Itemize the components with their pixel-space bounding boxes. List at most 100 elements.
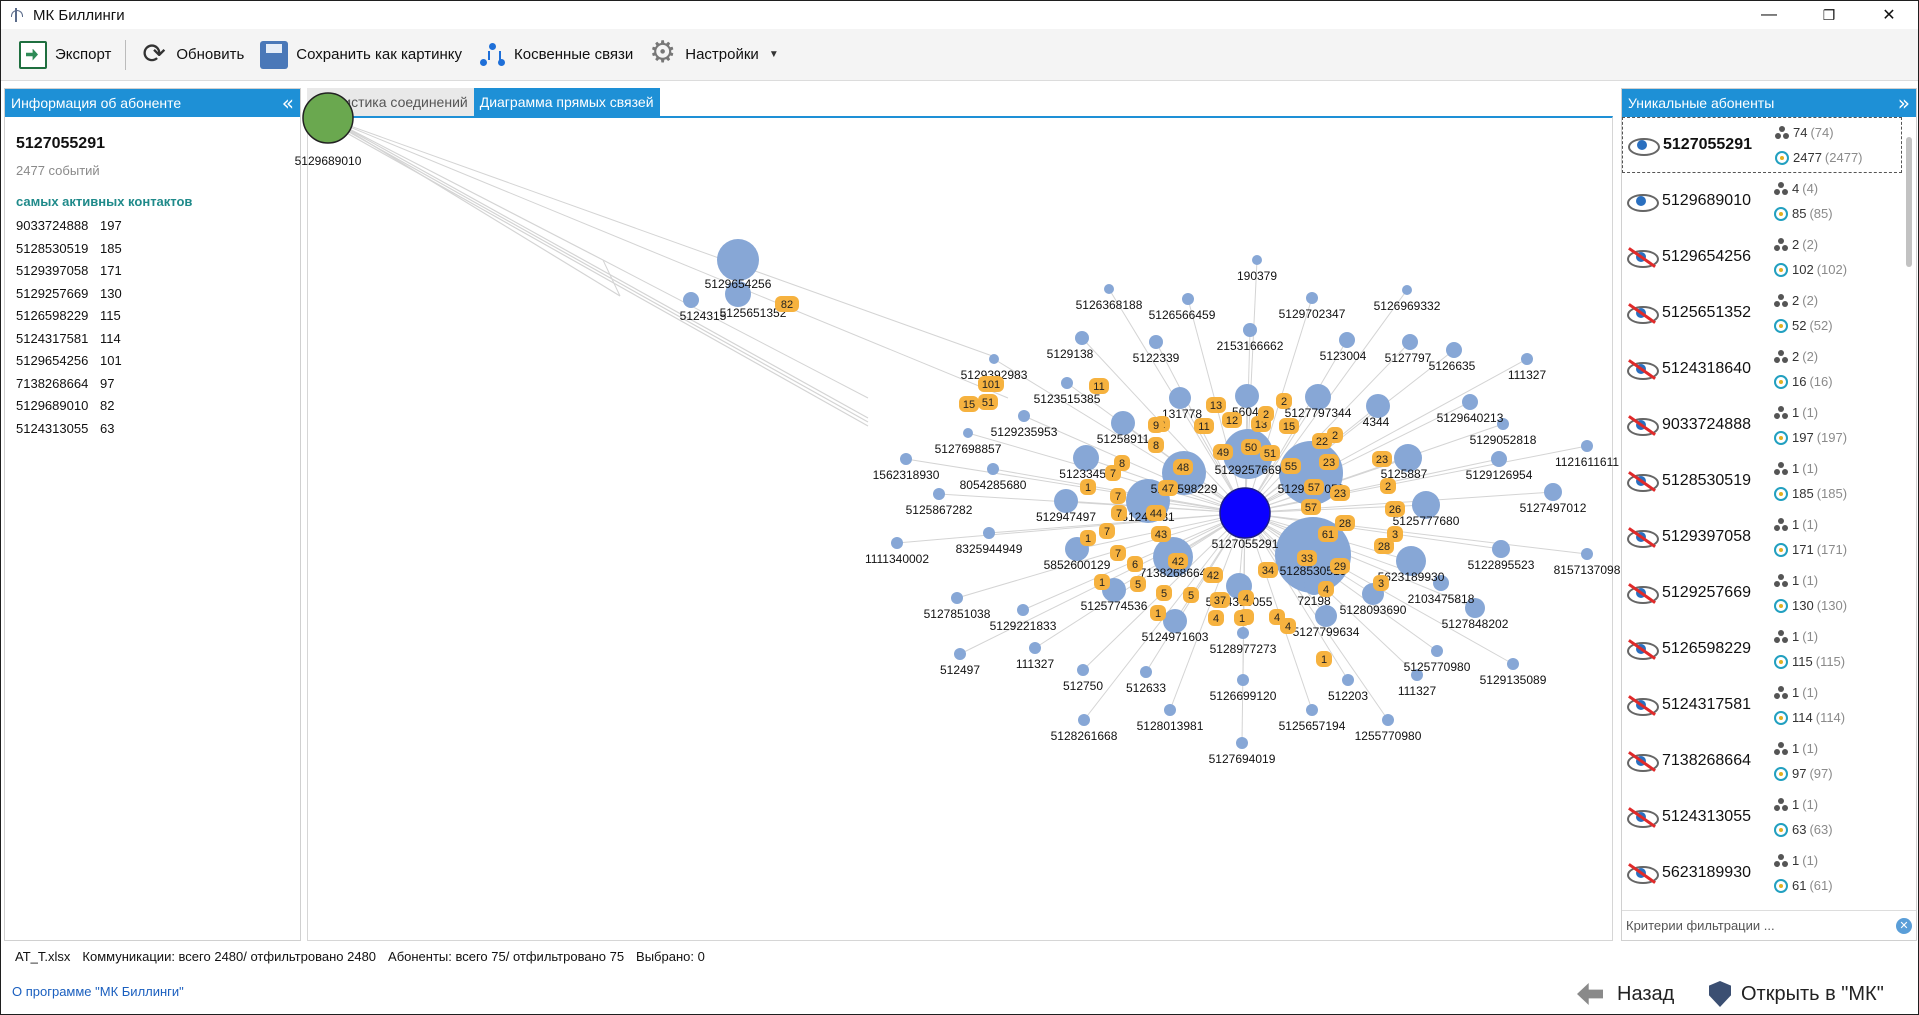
events-total: (102) xyxy=(1816,262,1848,277)
subscriber-node xyxy=(1521,353,1533,365)
subscriber-node xyxy=(1497,418,1509,430)
node-label: 2153166662 xyxy=(1217,339,1284,353)
node-label: 512947497 xyxy=(1036,510,1096,524)
subscriber-node xyxy=(1054,489,1078,513)
subscriber-node xyxy=(1433,575,1449,591)
edge-count-badge xyxy=(1080,479,1096,495)
graph-edge xyxy=(1244,512,1349,681)
about-program-link[interactable]: О программе "МК Биллинги" xyxy=(12,984,184,999)
node-label: 5129702347 xyxy=(1279,307,1346,321)
export-button[interactable]: Экспорт xyxy=(11,35,119,75)
node-label: 190379 xyxy=(1237,269,1277,283)
eye-hidden-icon[interactable] xyxy=(1626,695,1659,716)
settings-dropdown[interactable]: Настройки ▼ xyxy=(641,35,786,75)
eye-hidden-icon[interactable] xyxy=(1626,247,1659,268)
tab-direct-links-diagram[interactable]: Диаграмма прямых связей xyxy=(473,88,660,116)
edge-count-badge xyxy=(1385,501,1405,517)
node-label: 5127797344 xyxy=(1285,406,1352,420)
subscribers-scrollbar[interactable] xyxy=(1906,137,1912,267)
subscriber-node-green xyxy=(302,92,354,144)
export-label: Экспорт xyxy=(55,46,112,63)
minimize-button[interactable]: — xyxy=(1761,6,1777,23)
eye-hidden-icon[interactable] xyxy=(1626,639,1659,660)
subscriber-node xyxy=(1061,377,1073,389)
eye-hidden-icon[interactable] xyxy=(1626,359,1659,380)
floppy-disk-icon xyxy=(260,40,289,69)
node-label: 5126969332 xyxy=(1374,299,1441,313)
refresh-button[interactable]: Обновить xyxy=(132,35,252,75)
edge-count-label: 4 xyxy=(1323,584,1329,596)
indirect-links-button[interactable]: Косвенные связи xyxy=(470,35,641,75)
eye-hidden-icon[interactable] xyxy=(1626,303,1659,324)
open-in-mk-button[interactable]: Открыть в "МК" xyxy=(1709,979,1884,1009)
subscriber-node xyxy=(1169,387,1191,409)
eye-hidden-icon[interactable] xyxy=(1626,471,1659,492)
subscriber-number: 5128530519 xyxy=(1662,472,1751,489)
subscriber-number: 5129689010 xyxy=(1662,192,1751,209)
eye-hidden-icon[interactable] xyxy=(1626,583,1659,604)
edge-count-label: 1 xyxy=(1099,577,1105,589)
edge-count-label: 15 xyxy=(1283,421,1295,433)
graph-edge xyxy=(1244,512,1438,652)
contacts-count: 1 xyxy=(1792,461,1800,476)
contacts-total: (4) xyxy=(1802,181,1819,196)
eye-hidden-icon[interactable] xyxy=(1626,527,1659,548)
eye-hidden-icon[interactable] xyxy=(1626,863,1659,884)
eye-hidden-icon[interactable] xyxy=(1626,807,1659,828)
edge-count-label: 5 xyxy=(1135,579,1141,591)
events-total: (52) xyxy=(1809,318,1833,333)
clear-filter-icon[interactable]: ✕ xyxy=(1896,918,1912,934)
graph-canvas[interactable]: 5129689010512965425651243155125651352512… xyxy=(295,92,1621,943)
eye-hidden-icon[interactable] xyxy=(1626,415,1659,436)
filter-input[interactable]: Критерии фильтрации ... ✕ xyxy=(1622,910,1916,940)
graph-edge xyxy=(327,117,869,419)
eye-icon[interactable] xyxy=(1627,135,1660,156)
collapse-left-icon[interactable]: « xyxy=(281,91,294,115)
back-button[interactable]: Назад xyxy=(1577,979,1674,1009)
network-links-icon xyxy=(478,41,506,69)
maximize-button[interactable]: ❐ xyxy=(1822,6,1836,23)
graph-edges xyxy=(319,117,1588,744)
edge-count-badge xyxy=(1318,581,1334,597)
contacts-icon xyxy=(1774,293,1788,308)
edge-count-badge xyxy=(1210,592,1230,608)
edge-count-label: 1 xyxy=(1085,482,1091,494)
subscriber-node xyxy=(1446,342,1462,358)
save-image-button[interactable]: Сохранить как картинку xyxy=(252,35,470,75)
eye-hidden-icon[interactable] xyxy=(1626,751,1659,772)
events-count: 85 xyxy=(1792,206,1807,221)
events-icon xyxy=(1774,486,1788,501)
expand-right-icon[interactable]: » xyxy=(1897,91,1910,115)
eye-icon[interactable] xyxy=(1626,191,1659,212)
edge-count-label: 48 xyxy=(1177,462,1189,474)
close-button[interactable]: ✕ xyxy=(1882,7,1896,24)
events-icon xyxy=(1774,598,1788,613)
contacts-count: 1 xyxy=(1792,741,1800,756)
